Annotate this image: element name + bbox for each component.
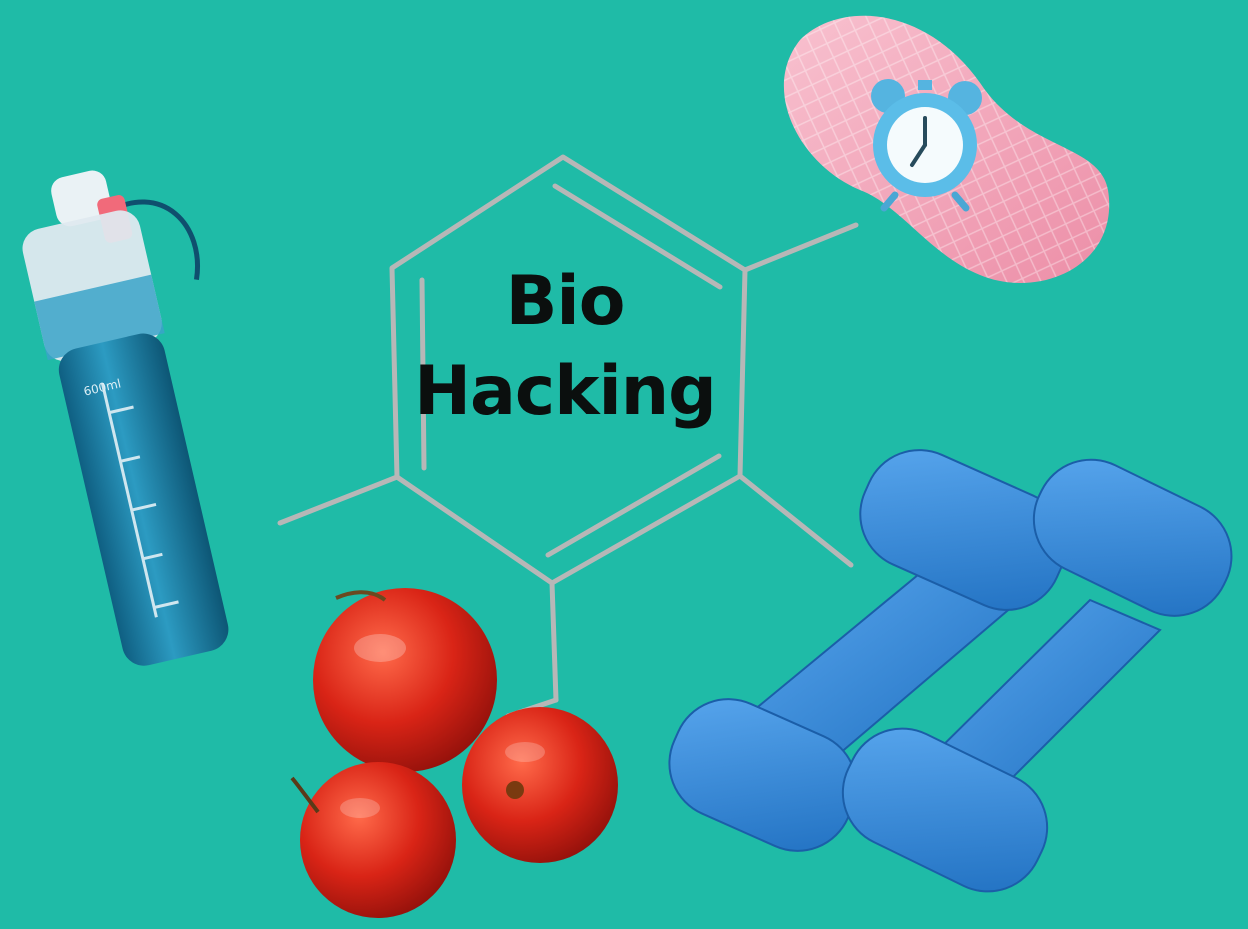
title-bio: Bio bbox=[505, 262, 626, 341]
molecule-icon bbox=[277, 154, 859, 719]
title-hacking: Hacking bbox=[414, 352, 717, 431]
apple-icon bbox=[290, 588, 618, 918]
dumbbell-icon bbox=[668, 449, 1233, 893]
water-bottle-icon: 600ml bbox=[22, 170, 229, 666]
alarm-clock-icon bbox=[871, 79, 982, 212]
